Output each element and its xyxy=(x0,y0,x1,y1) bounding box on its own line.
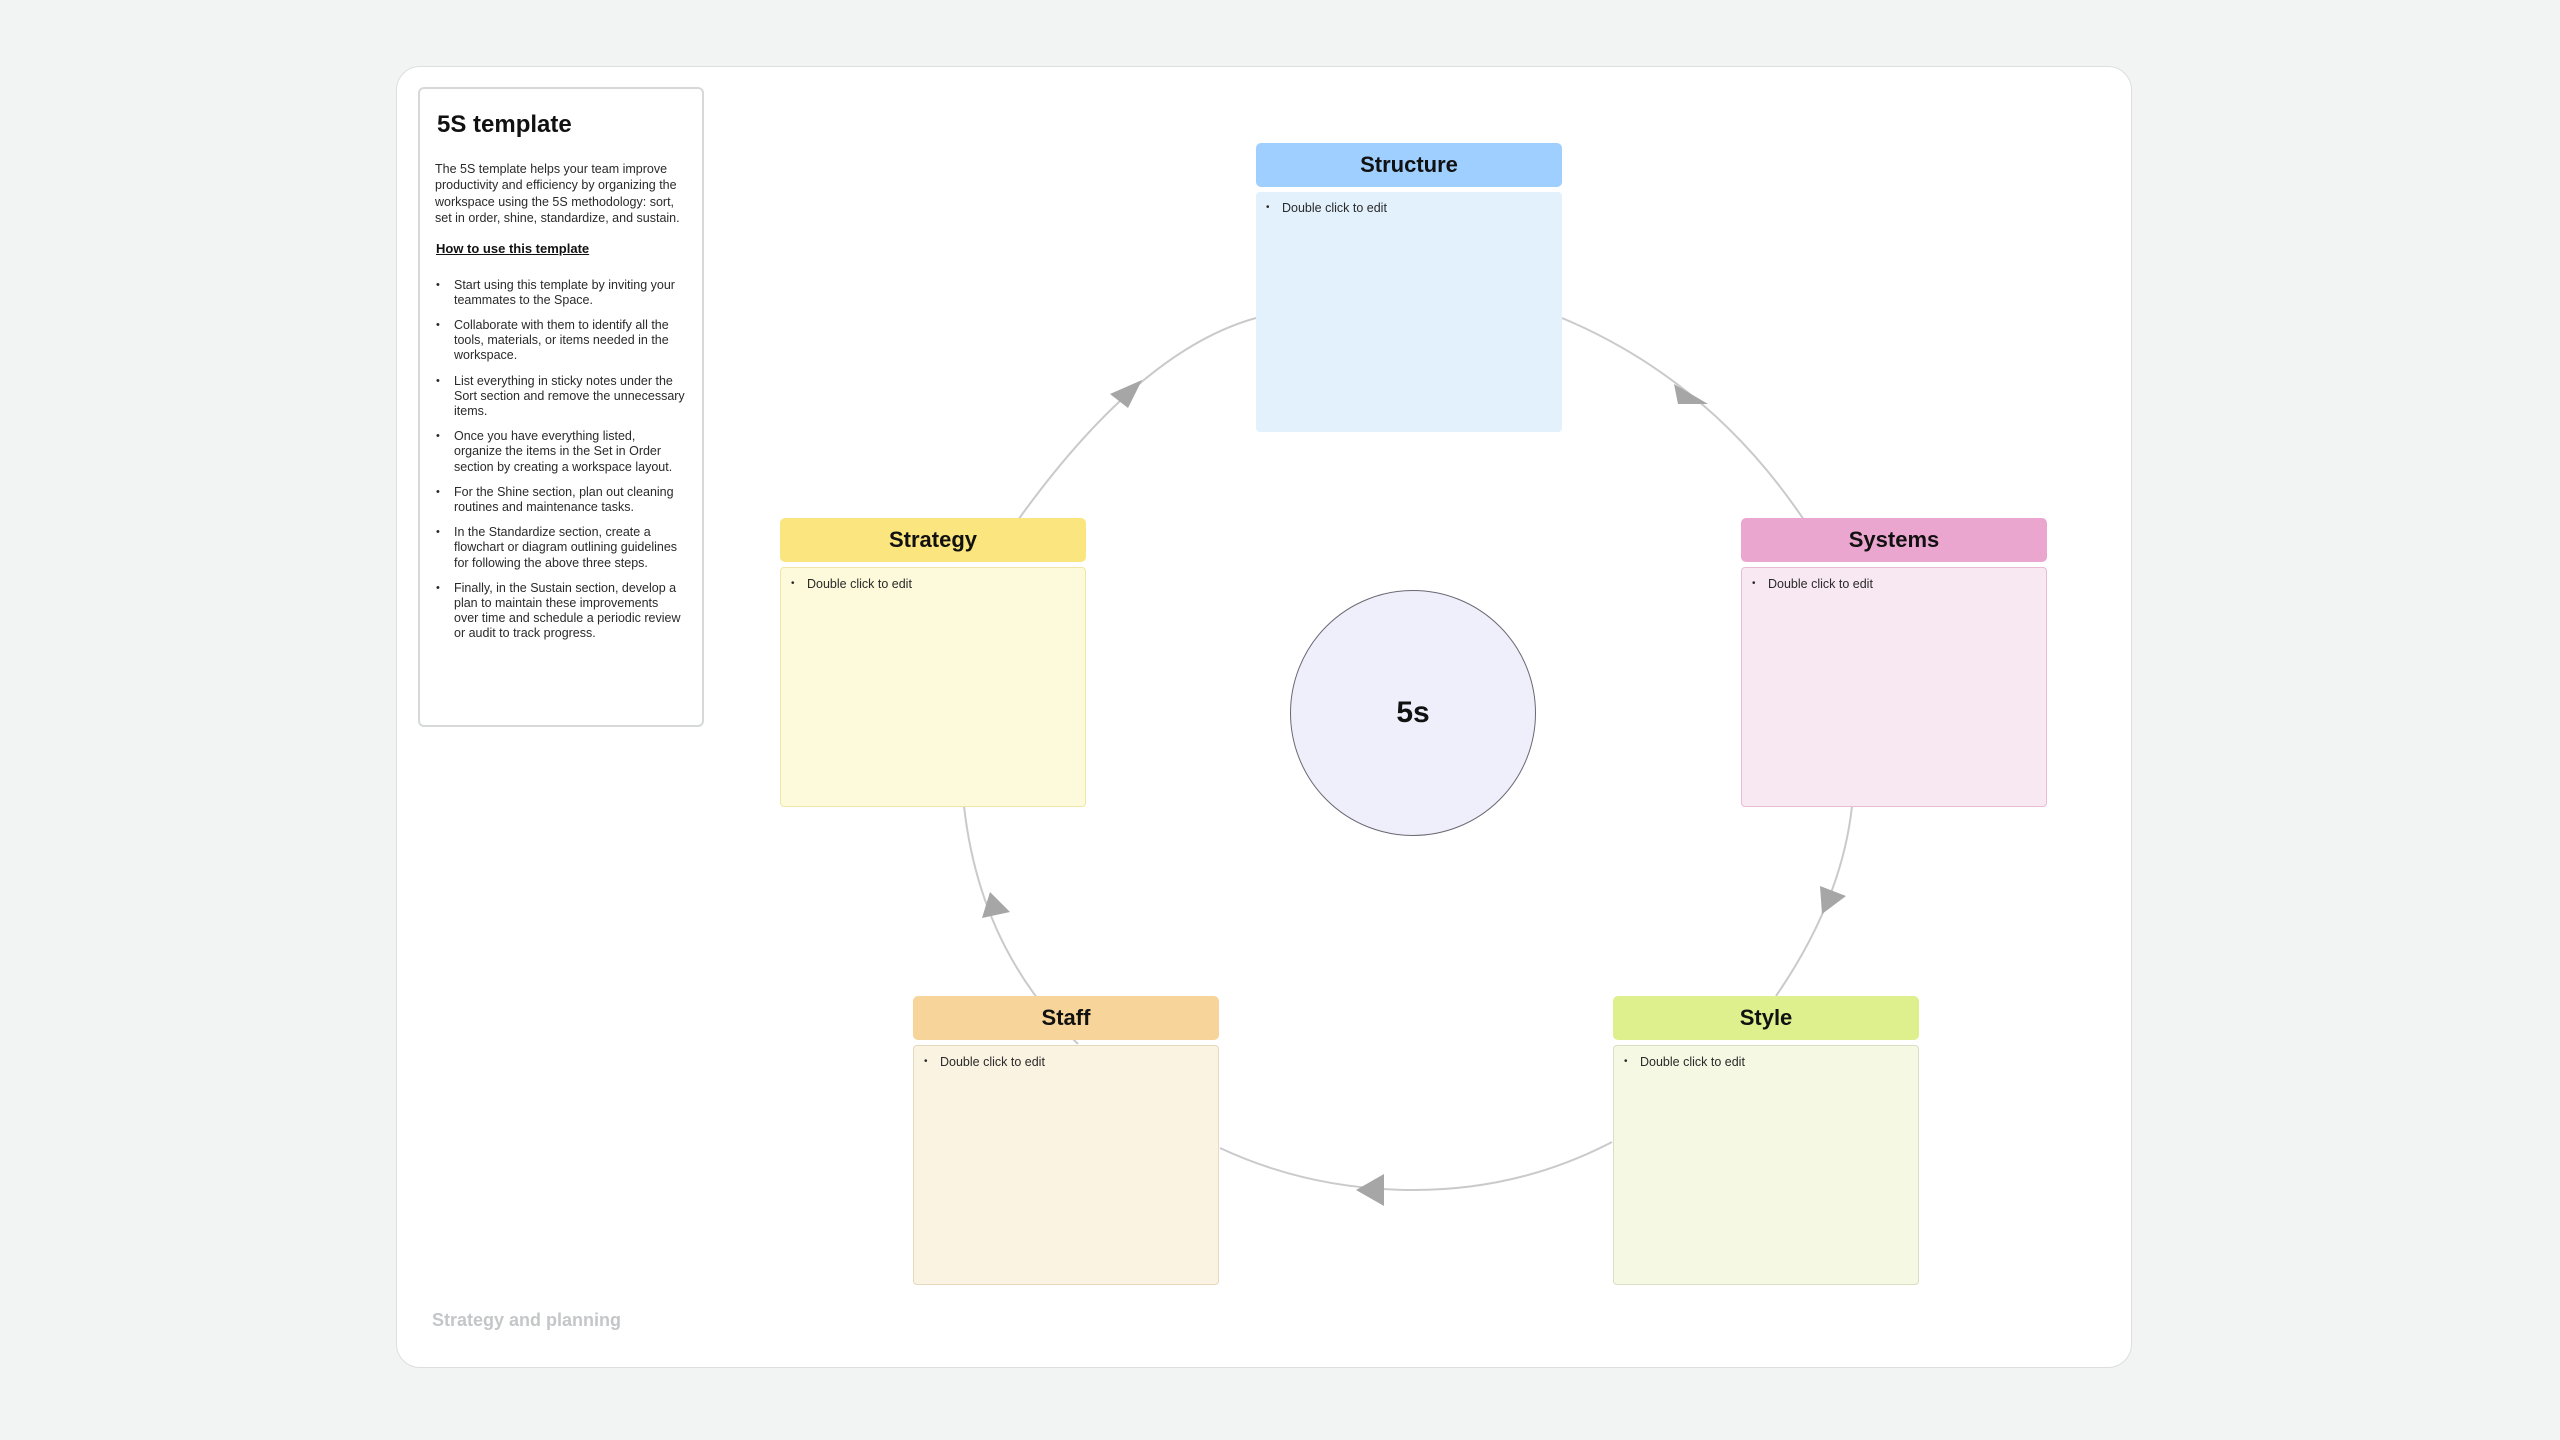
how-to-step: Collaborate with them to identify all th… xyxy=(435,318,686,364)
how-to-step: For the Shine section, plan out cleaning… xyxy=(435,485,686,515)
template-info-panel: 5S template The 5S template helps your t… xyxy=(418,87,704,727)
systems-card-list: Double click to edit xyxy=(1752,576,2036,592)
template-description: The 5S template helps your team improve … xyxy=(435,162,680,226)
how-to-step: Once you have everything listed, organiz… xyxy=(435,429,686,475)
systems-card-title: Systems xyxy=(1848,527,1940,552)
how-to-step: List everything in sticky notes under th… xyxy=(435,374,686,420)
category-tag: Strategy and planning xyxy=(432,1310,622,1330)
arrowhead-to-structure xyxy=(1110,380,1142,408)
style-card-item[interactable]: Double click to edit xyxy=(1624,1054,1908,1070)
how-to-step: Finally, in the Sustain section, develop… xyxy=(435,581,686,642)
style-card-header[interactable]: Style xyxy=(1613,996,1919,1040)
structure-card-item[interactable]: Double click to edit xyxy=(1266,200,1552,216)
center-5s-circle[interactable]: 5s xyxy=(1290,590,1536,836)
strategy-card-body[interactable]: Double click to edit xyxy=(780,567,1086,807)
systems-card-header[interactable]: Systems xyxy=(1741,518,2047,562)
arrowhead-to-staff xyxy=(1356,1174,1384,1206)
structure-card-body[interactable]: Double click to edit xyxy=(1256,192,1562,432)
style-card-body[interactable]: Double click to edit xyxy=(1613,1045,1919,1285)
style-card-title: Style xyxy=(1739,1005,1793,1030)
how-to-steps: Start using this template by inviting yo… xyxy=(435,278,686,642)
connector-structure-systems xyxy=(1561,317,1805,521)
strategy-card-header[interactable]: Strategy xyxy=(780,518,1086,562)
staff-card-item[interactable]: Double click to edit xyxy=(924,1054,1208,1070)
template-title: 5S template xyxy=(437,111,572,138)
arrowhead-to-style xyxy=(1820,886,1846,914)
style-card-list: Double click to edit xyxy=(1624,1054,1908,1070)
staff-card-body[interactable]: Double click to edit xyxy=(913,1045,1219,1285)
systems-card-body[interactable]: Double click to edit xyxy=(1741,567,2047,807)
connector-strategy-structure xyxy=(1017,317,1257,521)
strategy-card-item[interactable]: Double click to edit xyxy=(791,576,1075,592)
strategy-card-title: Strategy xyxy=(888,527,978,552)
arrowhead-to-strategy xyxy=(982,892,1010,918)
systems-card-item[interactable]: Double click to edit xyxy=(1752,576,2036,592)
how-to-step: In the Standardize section, create a flo… xyxy=(435,525,686,571)
structure-card-header[interactable]: Structure xyxy=(1256,143,1562,187)
connector-systems-style xyxy=(1775,805,1853,997)
staff-card-title: Staff xyxy=(1041,1005,1091,1030)
strategy-card-list: Double click to edit xyxy=(791,576,1075,592)
how-to-heading: How to use this template xyxy=(436,240,590,256)
structure-card-list: Double click to edit xyxy=(1266,200,1552,216)
structure-card-title: Structure xyxy=(1360,152,1458,177)
staff-card-header[interactable]: Staff xyxy=(913,996,1219,1040)
staff-card-list: Double click to edit xyxy=(924,1054,1208,1070)
connector-style-staff xyxy=(1219,1141,1613,1192)
arrowhead-to-systems xyxy=(1674,384,1708,404)
how-to-step: Start using this template by inviting yo… xyxy=(435,278,686,308)
center-label: 5s xyxy=(1396,696,1430,729)
